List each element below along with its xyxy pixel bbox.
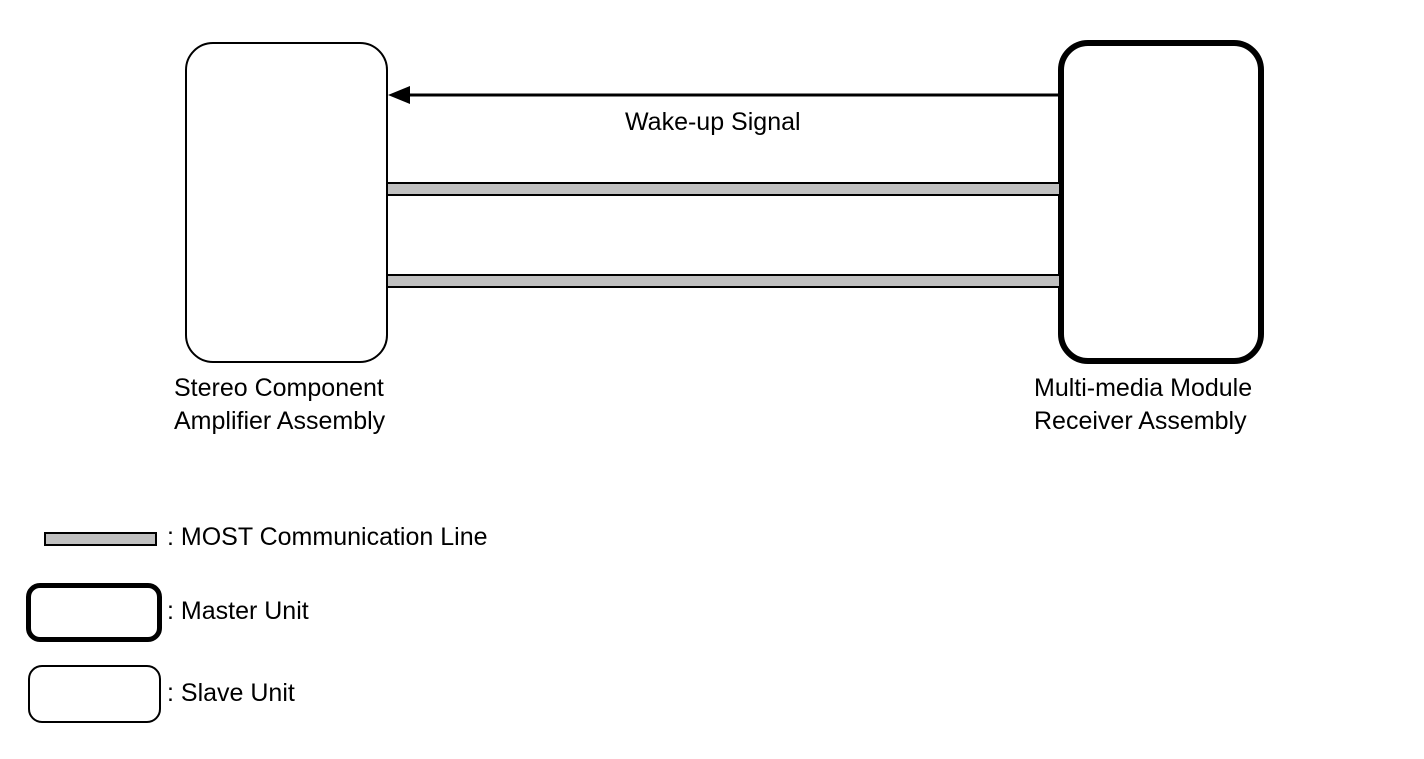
receiver-assembly-label-line2: Receiver Assembly — [1034, 407, 1247, 435]
most-communication-line — [388, 274, 1059, 288]
legend-most-line-label: : MOST Communication Line — [167, 523, 488, 551]
receiver-assembly-label: Multi-media Module Receiver Assembly — [1034, 372, 1252, 438]
most-communication-line — [388, 182, 1059, 196]
stereo-amplifier-box — [185, 42, 388, 363]
stereo-amplifier-label: Stereo Component Amplifier Assembly — [174, 372, 385, 438]
legend-master-unit-label: : Master Unit — [167, 597, 309, 625]
wake-up-signal-label: Wake-up Signal — [625, 108, 801, 136]
receiver-assembly-box — [1058, 40, 1264, 364]
legend-most-line-swatch — [44, 532, 157, 546]
legend-slave-unit-swatch — [28, 665, 161, 723]
receiver-assembly-label-line1: Multi-media Module — [1034, 374, 1253, 402]
wake-up-signal-arrow — [388, 86, 1060, 104]
stereo-amplifier-label-line2: Amplifier Assembly — [174, 407, 386, 435]
legend-slave-unit-label: : Slave Unit — [167, 679, 295, 707]
legend-master-unit-swatch — [26, 583, 162, 642]
stereo-amplifier-label-line1: Stereo Component — [174, 374, 384, 402]
